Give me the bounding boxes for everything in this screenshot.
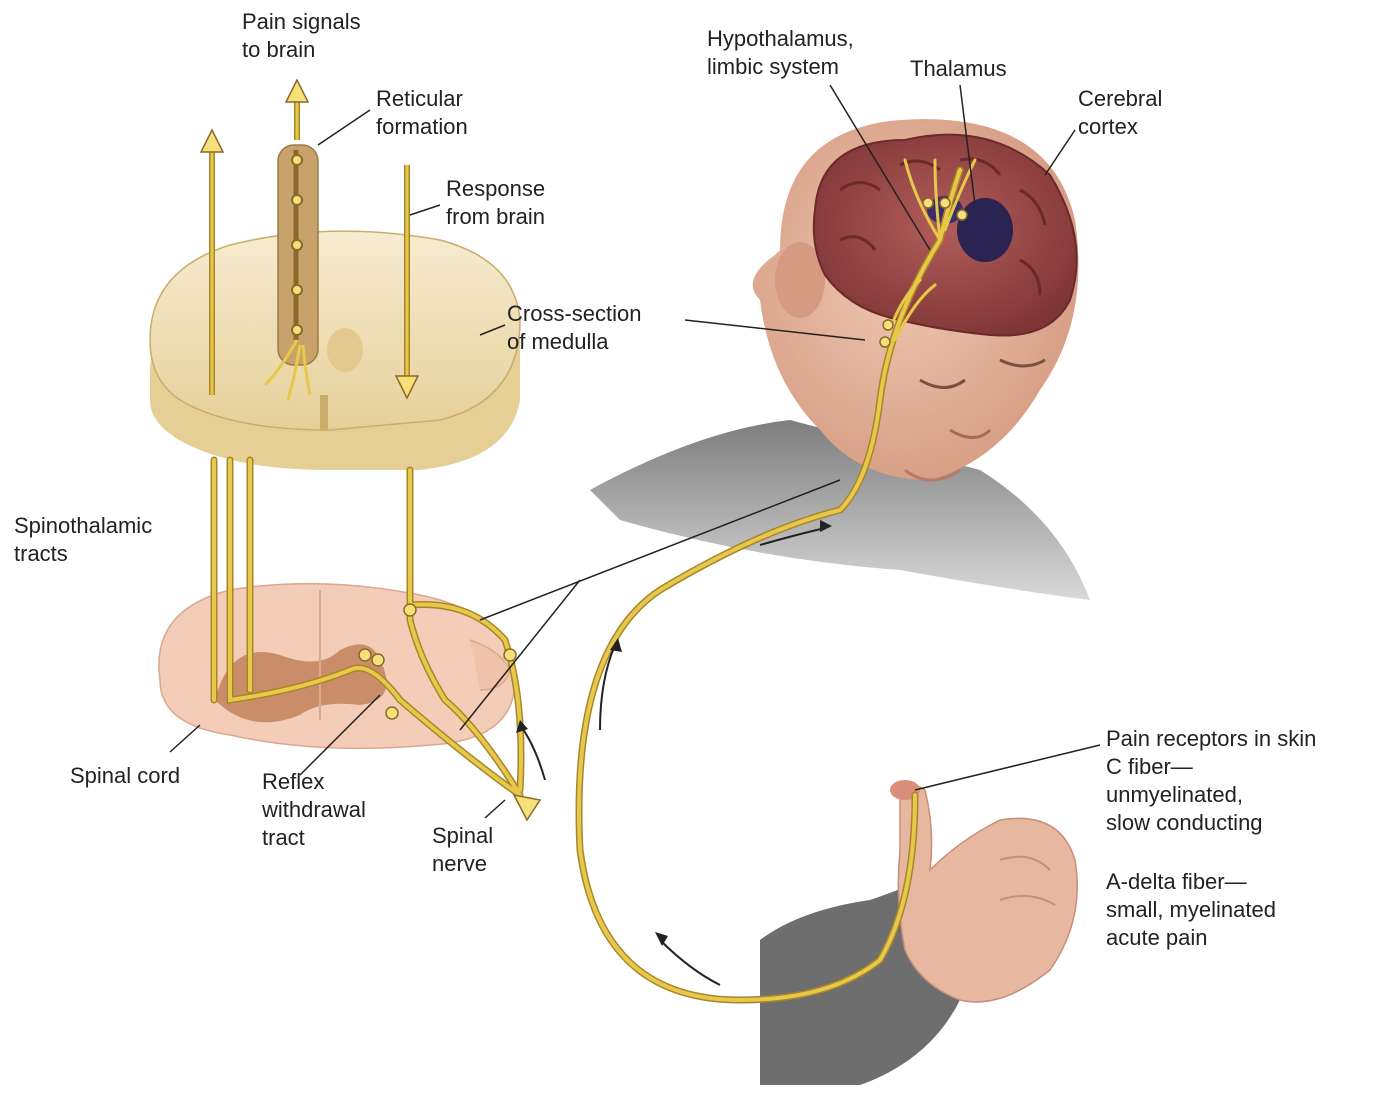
- label-spinal-cord: Spinal cord: [70, 762, 180, 790]
- arrow-up-center: [286, 80, 308, 102]
- arrow-spinal-nerve: [514, 795, 540, 820]
- hand: [760, 780, 1077, 1085]
- arrow-up-left: [201, 130, 223, 152]
- label-thalamus: Thalamus: [910, 55, 1007, 83]
- thalamus-shape: [957, 198, 1013, 262]
- label-hypothalamus: Hypothalamus,limbic system: [707, 25, 854, 81]
